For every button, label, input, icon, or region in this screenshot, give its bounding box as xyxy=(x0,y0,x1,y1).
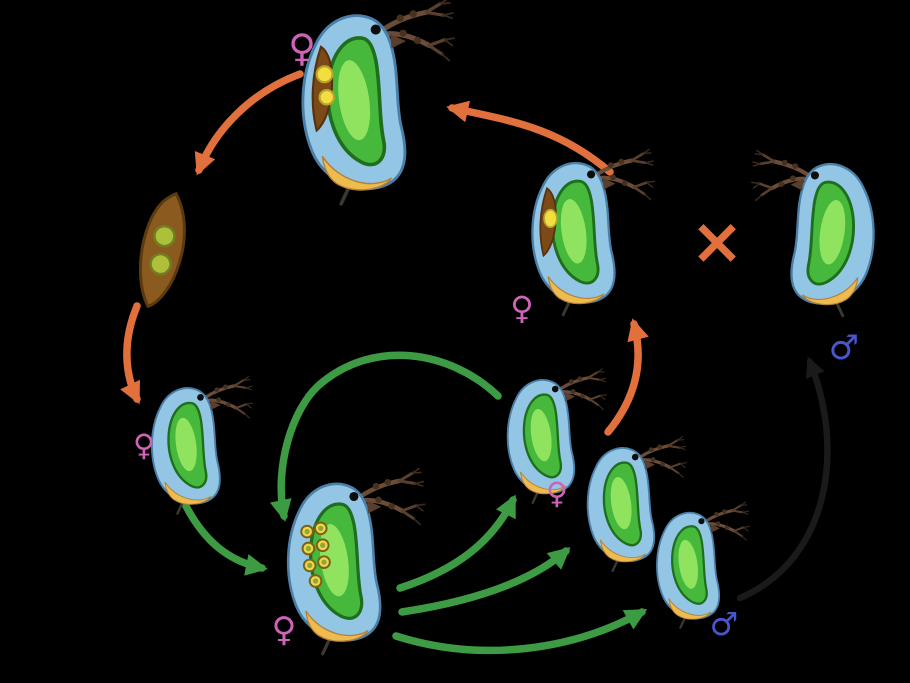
resting-egg xyxy=(149,252,172,276)
arrow-sexual-top-female-to-ephippium xyxy=(194,70,304,176)
arrow-maturation-young-male-to-adult-male xyxy=(736,356,831,602)
arrow-asexual-cycle-loop xyxy=(269,351,502,522)
male-symbol-bottom-right: ♂ xyxy=(710,605,739,643)
arrow-sexual-middle-to-upper-right-female xyxy=(604,318,649,436)
female-symbol-left: ♀ xyxy=(133,429,155,464)
male-symbol-top-right: ♂ xyxy=(829,328,859,368)
arrow-asexual-young-female-to-adult-female xyxy=(179,496,268,576)
arrow-asexual-adult-to-juvenile xyxy=(398,547,571,616)
mating-cross-symbol: × xyxy=(690,205,744,279)
arrow-sexual-upper-right-female-to-top-female xyxy=(446,100,614,176)
female-symbol-upper-right: ♀ xyxy=(510,289,533,327)
female-symbol-top: ♀ xyxy=(288,26,316,70)
arrow-asexual-adult-to-young-male xyxy=(392,608,648,655)
female-symbol-middle: ♀ xyxy=(546,477,568,512)
arrow-sexual-ephippium-to-young-female xyxy=(120,302,141,405)
ephippium xyxy=(138,191,186,309)
female-symbol-bottom: ♀ xyxy=(272,610,297,650)
resting-egg xyxy=(153,224,176,248)
arrow-asexual-adult-to-young-female-middle xyxy=(396,494,517,592)
